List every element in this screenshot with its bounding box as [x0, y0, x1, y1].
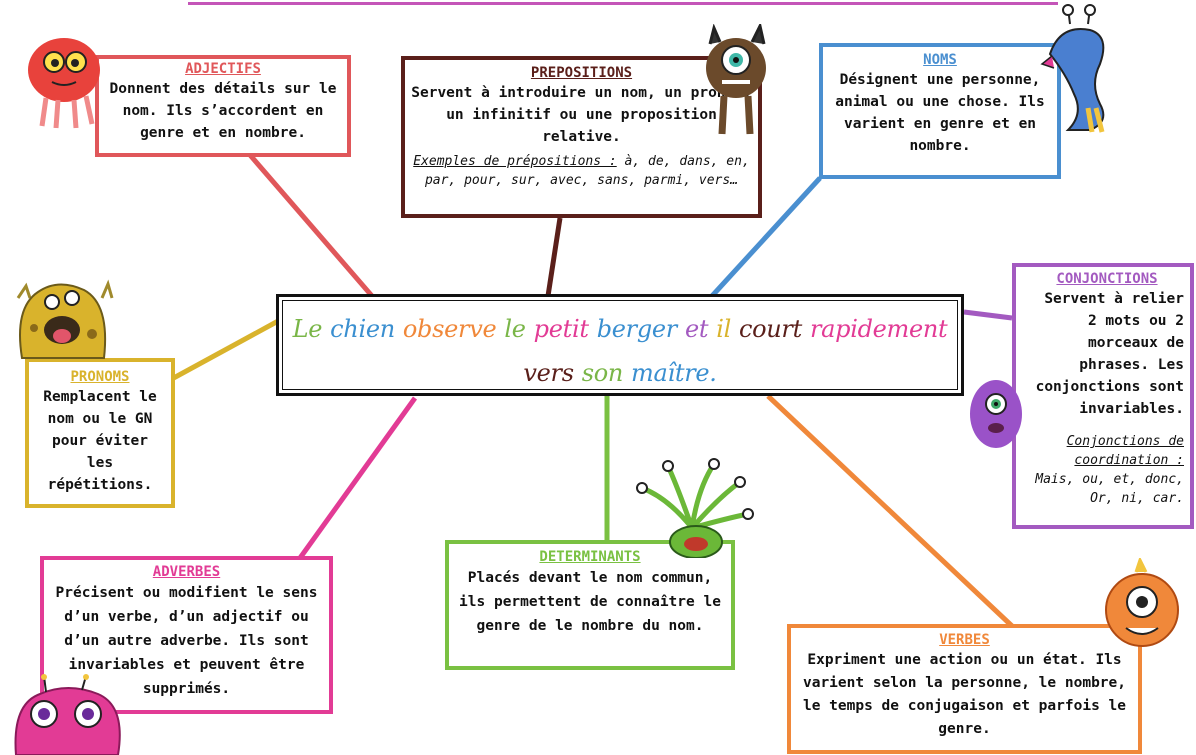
- top-divider-line: [188, 2, 1058, 5]
- green-eye-brown-monster-icon: [706, 24, 766, 135]
- prepositions-body: Servent à introduire un nom, un pronom, …: [411, 85, 752, 145]
- green-tentacle-monster-icon: [636, 458, 754, 558]
- conjonctions-body: Servent à relier 2 mots ou 2 morceaux de…: [1035, 291, 1184, 417]
- central-sentence-inner-border: [282, 300, 958, 390]
- sentence-word: vers: [523, 359, 574, 387]
- yellow-spotted-monster-icon: [16, 279, 114, 359]
- sentence-word: le: [504, 315, 526, 343]
- connector-verbes: [766, 394, 1014, 628]
- sentence-word: rapidement: [809, 315, 948, 343]
- connector-adverbes: [297, 396, 418, 560]
- purple-fuzzy-monster-icon: [970, 380, 1022, 448]
- red-fuzzy-monster-icon: [28, 38, 100, 129]
- sentence-word: et: [684, 315, 709, 343]
- connector-pronoms: [168, 317, 282, 383]
- verbes-title: VERBES: [939, 632, 990, 648]
- adjectifs-box: ADJECTIFS Donnent des détails sur le nom…: [95, 55, 351, 157]
- adjectifs-body: Donnent des détails sur le nom. Ils s’ac…: [109, 81, 337, 141]
- adjectifs-title: ADJECTIFS: [185, 61, 261, 77]
- conjonctions-example-text: Mais, ou, et, donc, Or, ni, car.: [1035, 472, 1184, 506]
- sentence-word: berger: [596, 315, 678, 343]
- adverbes-body: Précisent ou modifient le sens d’un verb…: [55, 585, 318, 697]
- prepositions-examples: Exemples de prépositions : à, de, dans, …: [411, 152, 752, 190]
- sentence-word: Le: [292, 315, 323, 343]
- sentence-word: observe: [402, 315, 497, 343]
- prepositions-box: PREPOSITIONS Servent à introduire un nom…: [401, 56, 762, 218]
- pronoms-body: Remplacent le nom ou le GN pour éviter l…: [43, 389, 157, 493]
- sentence-word: petit: [533, 315, 589, 343]
- connector-conjonctions: [963, 309, 1013, 321]
- conjonctions-examples: Conjonctions de coordination : Mais, ou,…: [1030, 432, 1184, 508]
- noms-title: NOMS: [923, 52, 957, 68]
- sentence-word: court: [738, 315, 802, 343]
- conjonctions-title: CONJONCTIONS: [1056, 271, 1158, 287]
- conjonctions-box: CONJONCTIONS Servent à relier 2 mots ou …: [1012, 263, 1194, 529]
- pronoms-title: PRONOMS: [70, 369, 130, 385]
- sentence-word: son: [581, 359, 624, 387]
- connector-prepositions: [545, 217, 563, 297]
- determinants-title: DETERMINANTS: [539, 549, 641, 565]
- connector-adjectifs: [248, 153, 374, 298]
- prepositions-title: PREPOSITIONS: [530, 65, 633, 81]
- sentence-word: il: [716, 315, 731, 343]
- adverbes-box: ADVERBES Précisent ou modifient le sens …: [40, 556, 333, 714]
- verbes-body: Expriment une action ou un état. Ils var…: [802, 652, 1126, 737]
- orange-one-eye-monster-icon: [1105, 558, 1179, 647]
- sentence-word: chien: [330, 315, 395, 343]
- determinants-body: Placés devant le nom commun, ils permett…: [459, 570, 721, 634]
- pronoms-box: PRONOMS Remplacent le nom ou le GN pour …: [25, 358, 175, 508]
- noms-body: Désignent une personne, animal ou une ch…: [835, 72, 1045, 154]
- adverbes-title: ADVERBES: [152, 564, 221, 580]
- determinants-box: DETERMINANTS Placés devant le nom commun…: [445, 540, 735, 670]
- sentence-word: maître.: [631, 359, 717, 387]
- noms-box: NOMS Désignent une personne, animal ou u…: [819, 43, 1061, 179]
- conjonctions-example-label: Conjonctions de coordination :: [1066, 434, 1184, 468]
- blue-snake-monster-icon: [1040, 4, 1105, 133]
- connector-noms: [710, 176, 822, 298]
- pink-monster-icon: [14, 674, 121, 755]
- prepositions-example-label: Exemples de prépositions :: [413, 154, 617, 169]
- verbes-box: VERBES Expriment une action ou un état. …: [787, 624, 1142, 754]
- prepositions-example-text: à, de, dans, en, par, pour, sur, avec, s…: [424, 154, 750, 188]
